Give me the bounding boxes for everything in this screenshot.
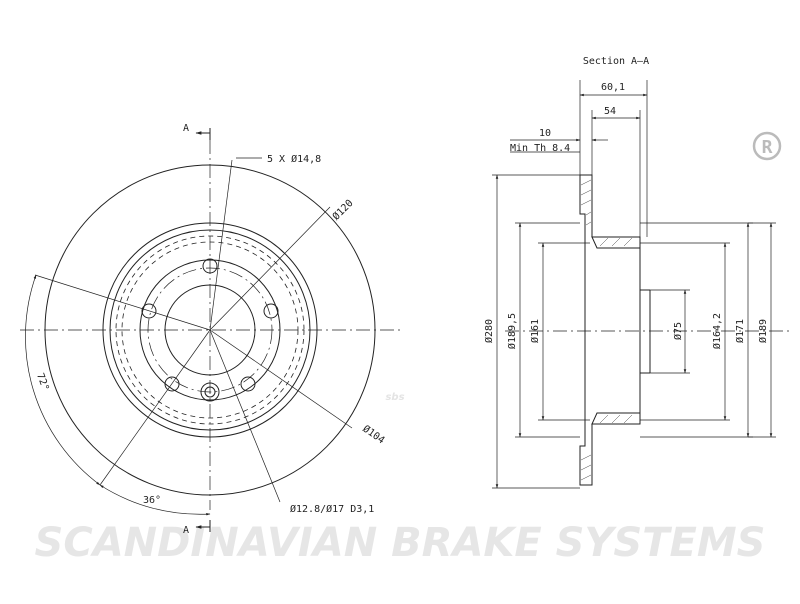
dia-75-label: Ø75	[672, 322, 684, 340]
registered-mark: R	[752, 131, 782, 161]
dia-189-5-label: Ø189,5	[506, 313, 518, 349]
brand-text: SCANDINAVIAN BRAKE SYSTEMS	[35, 520, 766, 566]
dim-10-label: 10	[539, 128, 551, 139]
angle-72-label: 72°	[34, 372, 51, 393]
section-view	[492, 80, 790, 489]
dia-164-2-label: Ø164,2	[711, 313, 723, 349]
registered-icon: R	[762, 137, 773, 158]
angle-36-label: 36°	[143, 495, 161, 506]
hole-label: Ø12.8/Ø17 D3,1	[290, 503, 374, 515]
dia-161-label: Ø161	[529, 319, 541, 343]
min-thickness-label: Min Th 8.4	[510, 143, 570, 154]
dim-54-label: 54	[604, 106, 616, 117]
dia-104-label: Ø104	[360, 423, 387, 447]
front-view	[20, 128, 400, 532]
dia-189-label: Ø189	[757, 319, 769, 343]
section-marker-bottom: A	[183, 525, 189, 536]
sbs-watermark-logo: sbs	[385, 392, 404, 403]
section-title: Section A–A	[583, 56, 649, 67]
section-marker-top: A	[183, 123, 189, 134]
dim-60-1-label: 60,1	[601, 82, 625, 93]
watermark-logo-text: sbs	[385, 392, 404, 403]
dia-280-label: Ø280	[483, 319, 495, 343]
bolt-holes-label: 5 X Ø14,8	[267, 153, 321, 165]
dia-171-label: Ø171	[734, 319, 746, 343]
dia-120-label: Ø120	[330, 197, 356, 223]
